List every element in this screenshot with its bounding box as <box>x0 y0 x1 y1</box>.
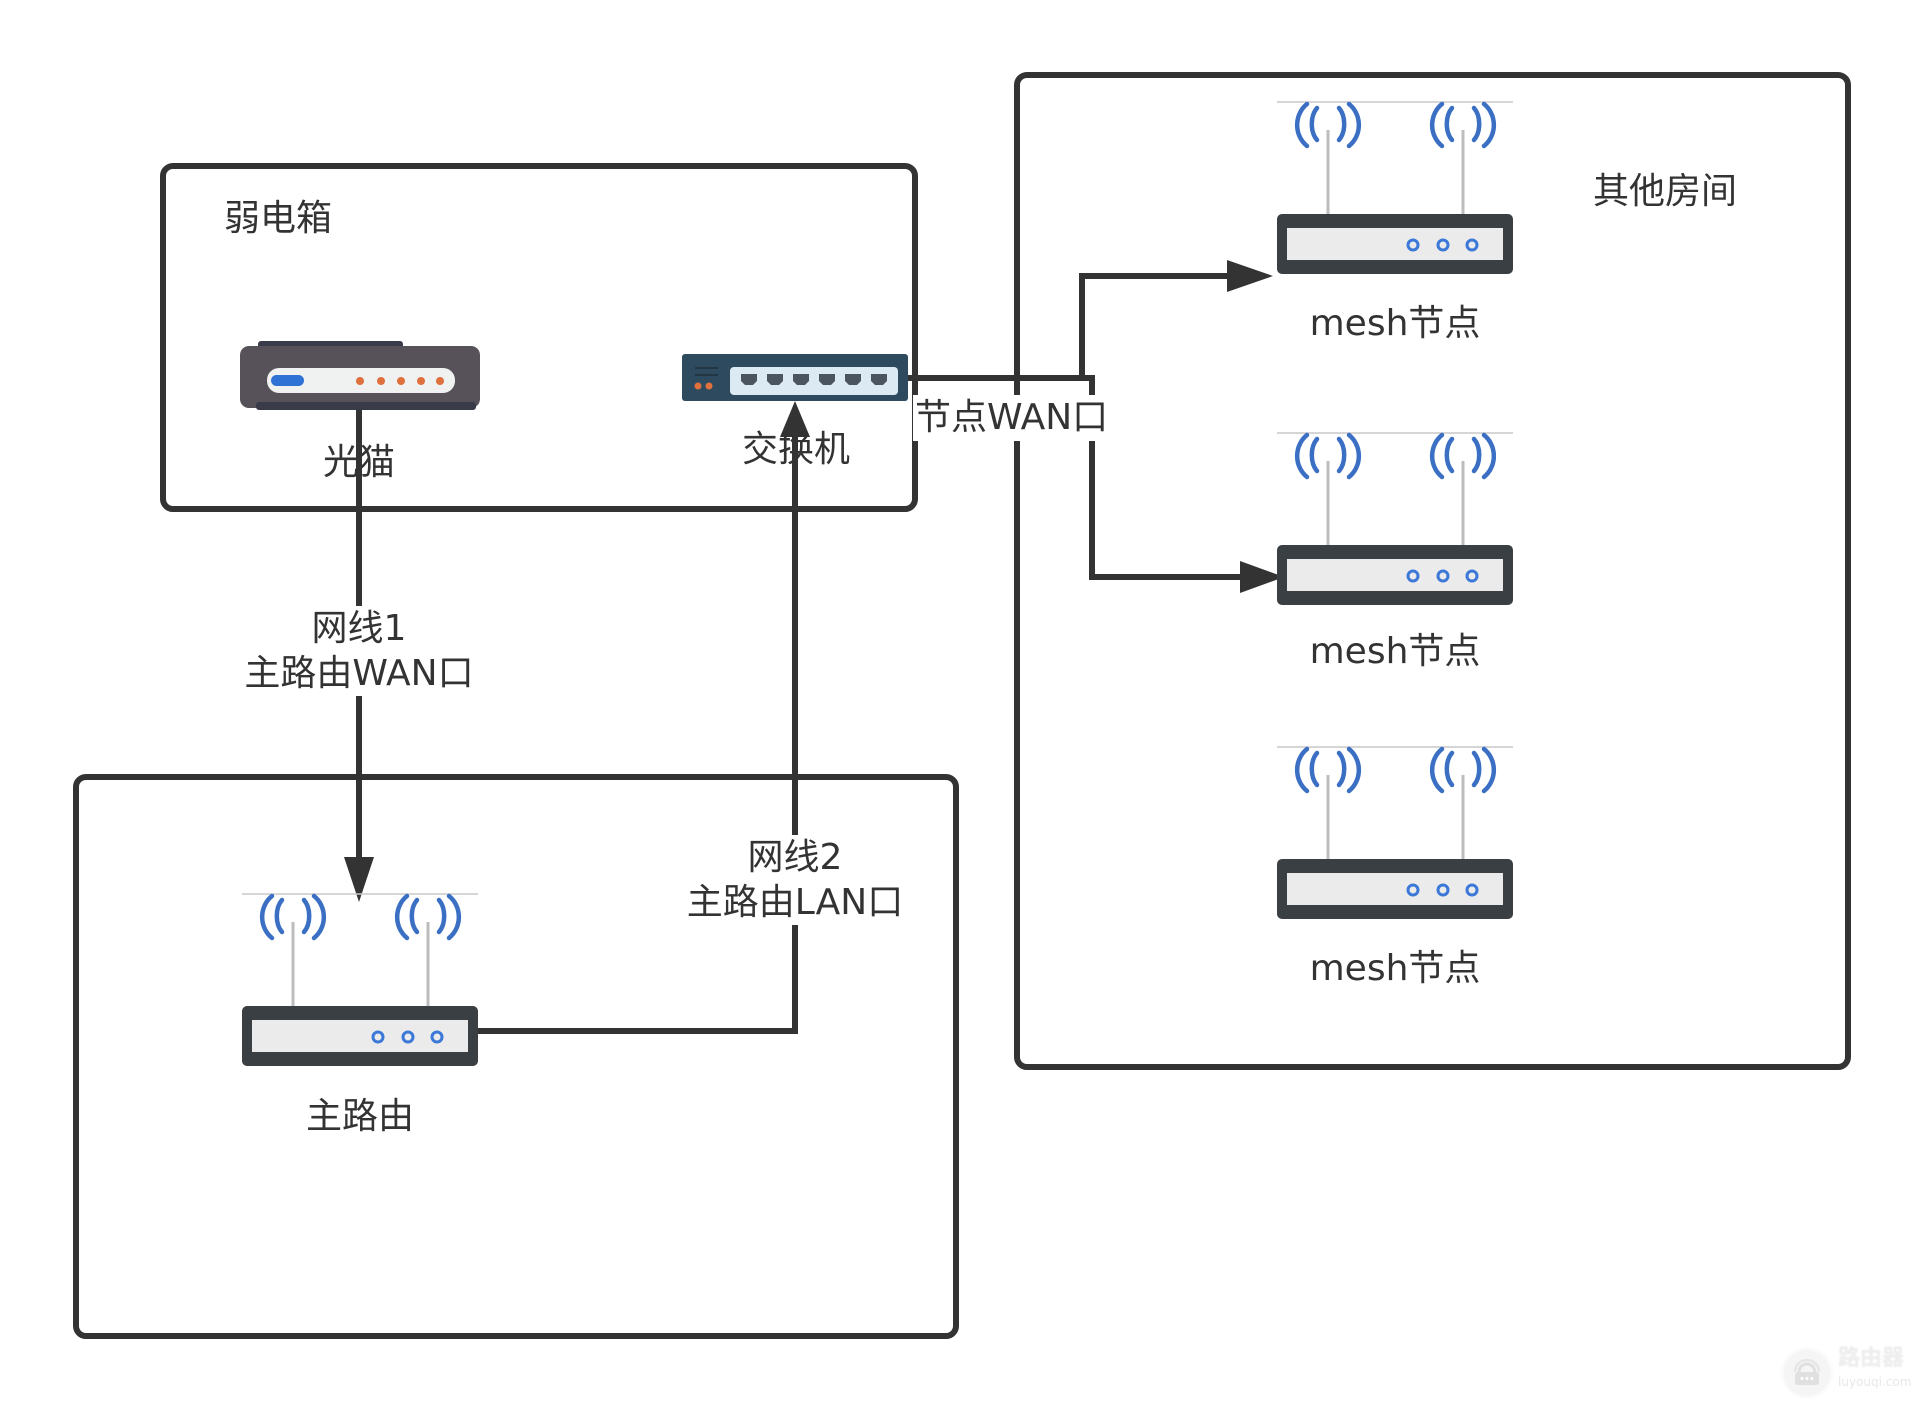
mesh-node-2-label: mesh节点 <box>1309 631 1481 672</box>
arrowhead-down <box>344 857 374 902</box>
edge-label-cable-2: 网线2 主路由LAN口 <box>684 835 906 925</box>
group-box-weak-box <box>160 163 918 512</box>
main-router-label: 主路由 <box>305 1096 415 1137</box>
edge-label-cable-2-line1: 网线2 <box>747 837 843 878</box>
switch-label: 交换机 <box>741 429 851 470</box>
arrowhead-right <box>1227 260 1273 292</box>
watermark-title: 路由器 <box>1838 1346 1905 1371</box>
watermark: 路由器 luyouqi.com <box>1784 1346 1919 1402</box>
main-router-icon[interactable] <box>242 894 478 1066</box>
arrowhead-up <box>780 401 810 437</box>
edge-node-wan <box>907 260 1284 593</box>
edge-label-cable-2-line2: 主路由LAN口 <box>686 882 904 923</box>
group-box-other-rooms <box>1014 72 1851 1070</box>
group-box-main-room <box>73 774 959 1339</box>
edge-label-node-wan: 节点WAN口 <box>913 395 1111 441</box>
mesh-node-2-icon[interactable] <box>1277 433 1513 605</box>
network-switch-icon[interactable] <box>682 354 908 401</box>
edge-label-cable-1-line2: 主路由WAN口 <box>244 653 474 694</box>
mesh-node-3-label: mesh节点 <box>1309 948 1481 989</box>
edge-label-cable-1: 网线1 主路由WAN口 <box>242 606 476 696</box>
modem-label: 光猫 <box>322 442 396 483</box>
optical-modem-icon[interactable] <box>240 341 480 410</box>
group-label-other-rooms: 其他房间 <box>1593 171 1738 212</box>
mesh-node-1-icon[interactable] <box>1277 102 1513 274</box>
edge-cable-2 <box>477 401 810 1034</box>
group-label-weak-box: 弱电箱 <box>224 198 333 239</box>
mesh-node-3-icon[interactable] <box>1277 747 1513 919</box>
arrowhead-right <box>1240 561 1284 593</box>
watermark-subtitle: luyouqi.com <box>1838 1375 1912 1389</box>
mesh-node-1-label: mesh节点 <box>1309 303 1481 344</box>
router-lock-icon <box>1784 1350 1830 1396</box>
edge-label-cable-1-line1: 网线1 <box>311 608 407 649</box>
